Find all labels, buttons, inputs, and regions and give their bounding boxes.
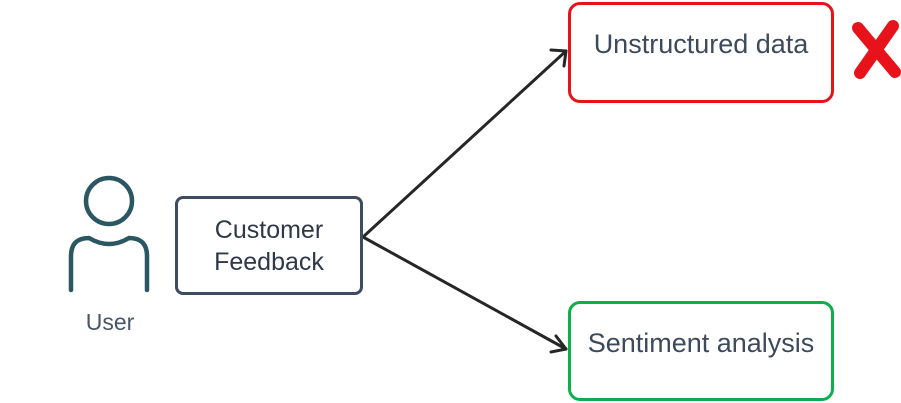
unstructured-data-box: Unstructured data — [568, 2, 834, 103]
arrow-to-sentiment — [361, 235, 568, 354]
sentiment-analysis-box: Sentiment analysis — [568, 301, 834, 401]
customer-feedback-box: Customer Feedback — [175, 196, 363, 295]
red-x-icon — [852, 20, 901, 79]
user-icon — [68, 175, 150, 293]
user-label: User — [85, 309, 135, 335]
arrow-to-unstructured — [361, 48, 568, 239]
